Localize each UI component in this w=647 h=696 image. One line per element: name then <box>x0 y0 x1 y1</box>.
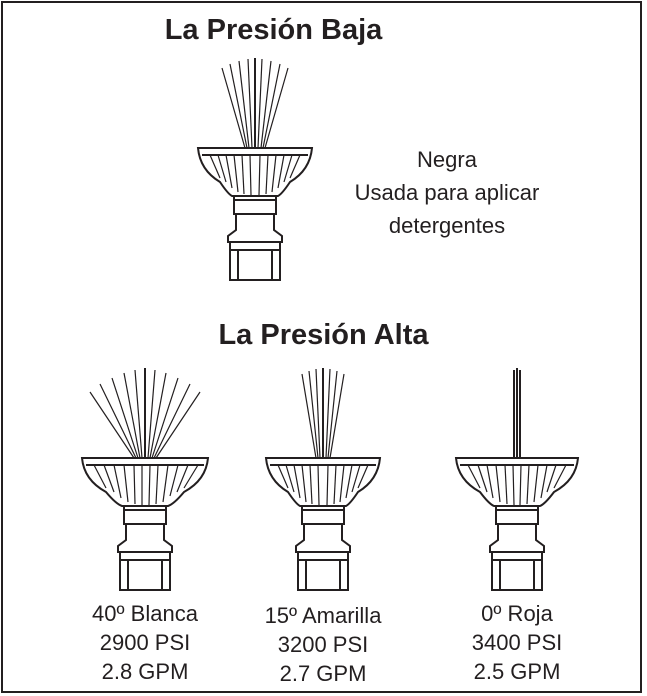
nozzle-body <box>196 147 314 281</box>
nozzle-psi: 3200 PSI <box>277 632 369 657</box>
nozzle-0-label: 0º Roja 3400 PSI 2.5 GPM <box>422 599 612 686</box>
nozzle-use-line2: detergentes <box>388 213 506 238</box>
nozzle-body <box>264 457 382 591</box>
yellow-15-degree-nozzle-icon <box>264 368 382 591</box>
nozzle-psi: 3400 PSI <box>471 630 563 655</box>
nozzle-body <box>80 457 210 591</box>
nozzle-name: 15º Amarilla <box>264 603 382 628</box>
high-pressure-title: La Presión Alta <box>218 319 429 351</box>
nozzle-gpm: 2.8 GPM <box>101 659 189 684</box>
nozzle-name: 0º Roja <box>481 601 553 626</box>
nozzle-body <box>454 457 580 591</box>
nozzle-color-name: Negra <box>417 147 477 172</box>
white-40-degree-nozzle-icon <box>80 368 210 591</box>
wide-spray-lines <box>221 58 289 149</box>
low-pressure-description: Negra Usada para aplicar detergentes <box>322 143 572 242</box>
nozzle-psi: 2900 PSI <box>99 630 191 655</box>
black-nozzle-icon <box>196 58 314 281</box>
wide-spray-lines <box>89 368 201 459</box>
nozzle-15-label: 15º Amarilla 3200 PSI 2.7 GPM <box>228 601 418 688</box>
nozzle-name: 40º Blanca <box>92 601 198 626</box>
nozzle-gpm: 2.7 GPM <box>279 661 367 686</box>
narrow-spray-lines <box>301 368 345 459</box>
nozzle-use-line1: Usada para aplicar <box>354 180 540 205</box>
nozzle-40-label: 40º Blanca 2900 PSI 2.8 GPM <box>50 599 240 686</box>
red-0-degree-nozzle-icon <box>454 368 580 591</box>
straight-spray-lines <box>513 368 521 458</box>
low-pressure-title: La Presión Baja <box>164 14 383 46</box>
nozzle-gpm: 2.5 GPM <box>473 659 561 684</box>
